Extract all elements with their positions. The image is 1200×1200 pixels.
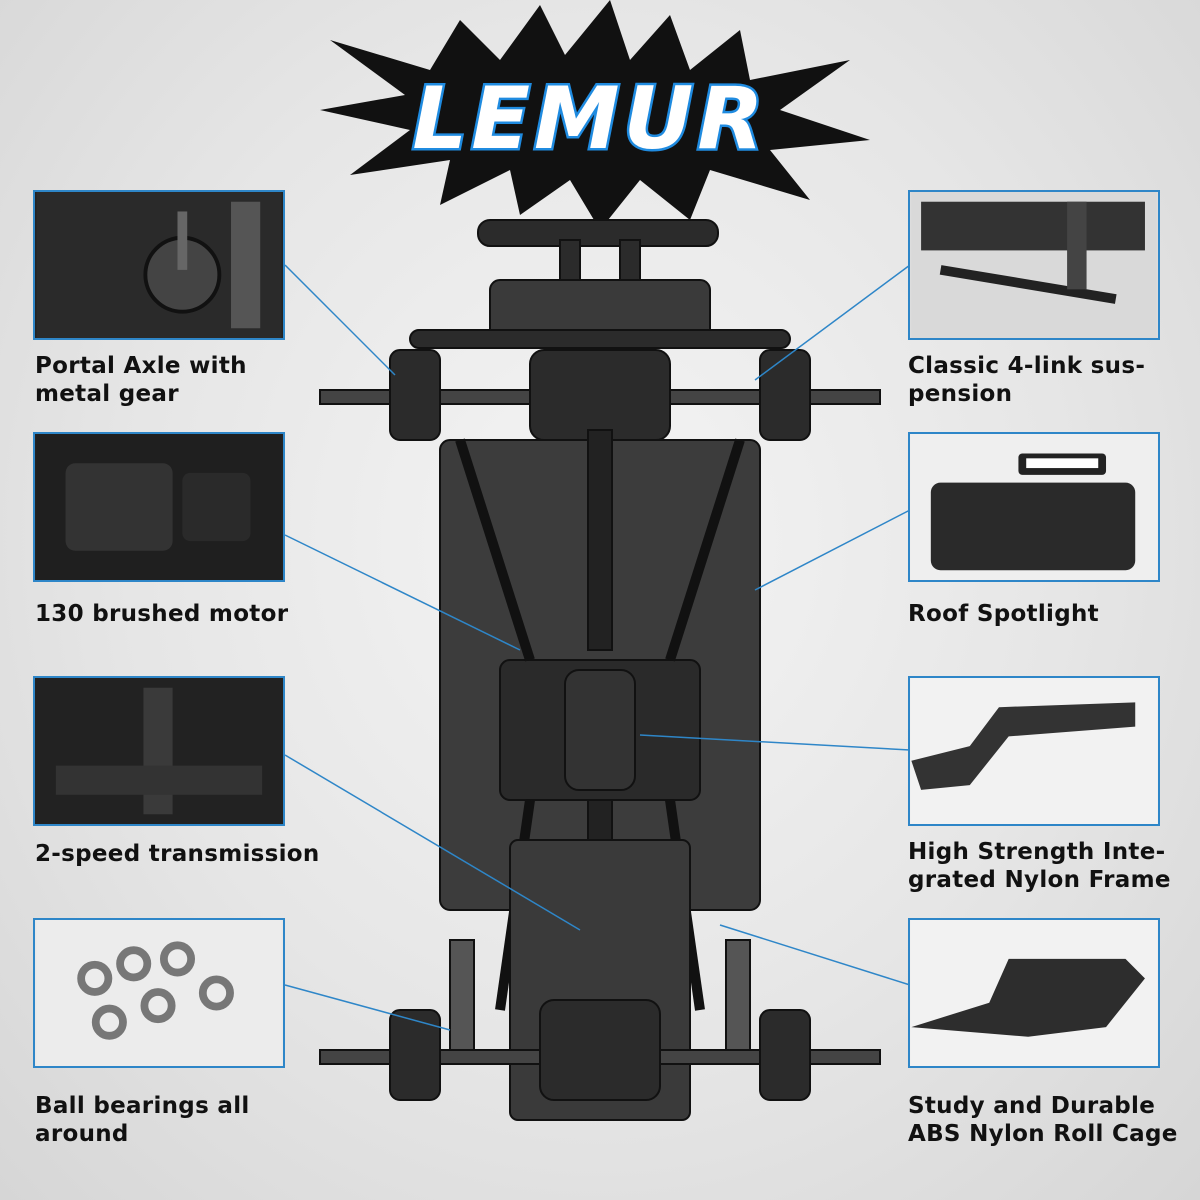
thumb-ball-bearings	[33, 918, 285, 1068]
thumb-spotlight	[908, 432, 1160, 582]
thumb-portal-axle	[33, 190, 285, 340]
caption-spotlight: Roof Spotlight	[908, 601, 1099, 627]
thumb-transmission	[33, 676, 285, 826]
caption-transmission: 2-speed transmission	[35, 841, 320, 867]
chassis-illustration	[319, 219, 881, 1121]
logo-splash	[320, 0, 870, 230]
caption-frame: High Strength Inte-grated Nylon Frame	[908, 839, 1171, 893]
lemur-logo: LEMUR	[320, 0, 870, 230]
thumb-brushed-motor	[33, 432, 285, 582]
thumb-roll-cage	[908, 918, 1160, 1068]
caption-brushed-motor: 130 brushed motor	[35, 601, 289, 627]
caption-suspension: Classic 4-link sus-pension	[908, 353, 1146, 407]
thumb-frame	[908, 676, 1160, 826]
logo-text: LEMUR	[412, 69, 767, 169]
thumb-suspension	[908, 190, 1160, 340]
